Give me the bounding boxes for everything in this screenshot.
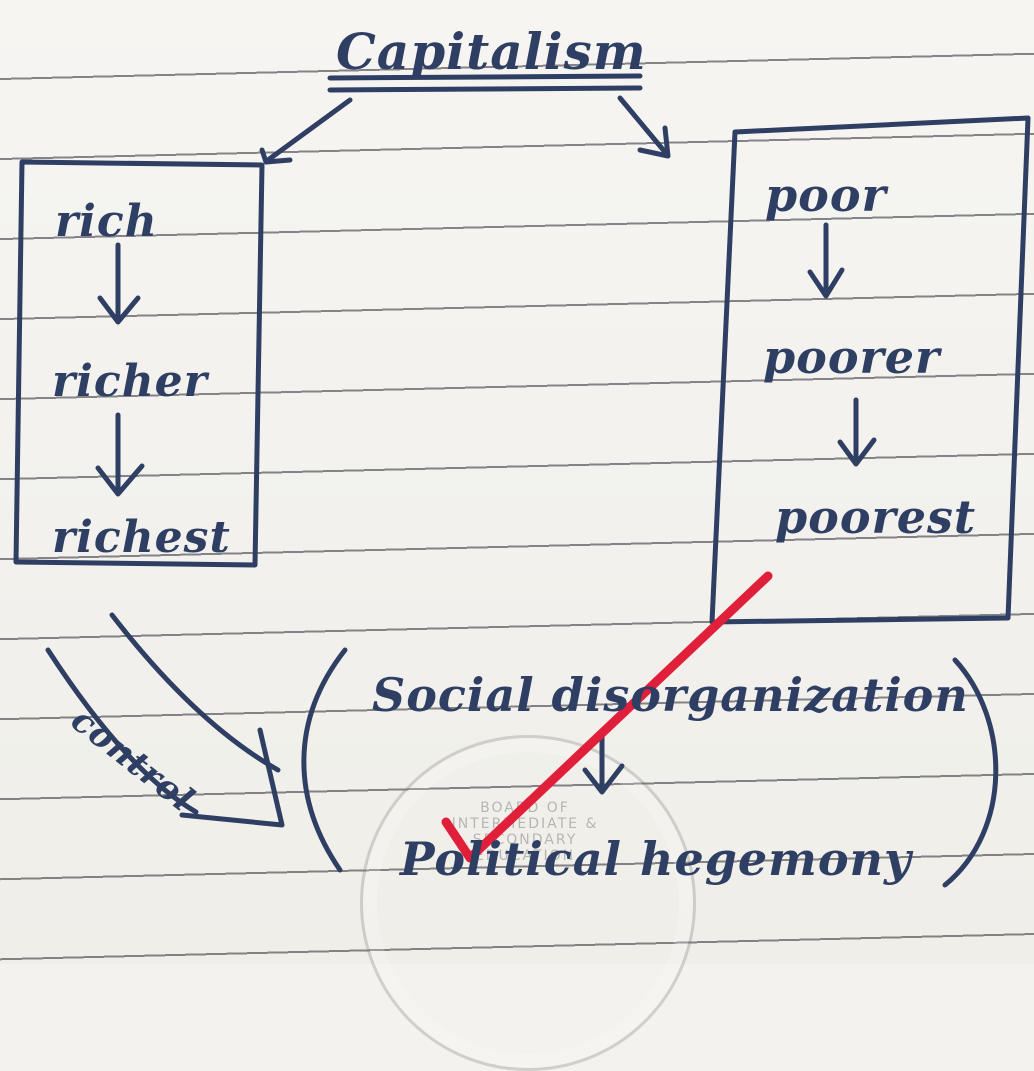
- left-arrow-2-head: [95, 463, 145, 497]
- control-arrow-head: [179, 727, 285, 828]
- left-box-item-3: richest: [52, 512, 231, 563]
- left-box: [13, 159, 265, 568]
- right-parenthesis: [942, 657, 999, 888]
- left-box-item-2: richer: [52, 356, 208, 407]
- right-arrow-2-head: [837, 437, 877, 467]
- middle-arrow-head: [582, 763, 625, 795]
- arrow-to-right-box: [617, 95, 668, 155]
- political-label: Political: [400, 832, 622, 886]
- right-box-item-2: poorer: [763, 330, 941, 384]
- arrow-to-left-box: [265, 97, 353, 163]
- red-check-mark: [441, 571, 773, 863]
- arrow-to-left-box-head: [259, 147, 293, 165]
- title-underline: [327, 73, 643, 81]
- right-box-item-3: poorest: [775, 490, 977, 544]
- left-box-item-1: rich: [55, 196, 158, 247]
- left-arrow-1-head: [97, 295, 141, 325]
- left-parenthesis: [301, 647, 348, 873]
- social-disorganization-label: Social disorganization: [372, 668, 969, 722]
- control-arrow-line-2: [45, 647, 199, 815]
- diagram-drawing: [13, 73, 1031, 888]
- control-arrow-line-1: [109, 612, 281, 773]
- right-box-item-1: poor: [765, 168, 887, 222]
- title-underline-2: [327, 85, 643, 93]
- diagram-title: Capitalism: [336, 22, 647, 81]
- hegemony-label: hegemony: [640, 832, 912, 886]
- right-box: [709, 115, 1031, 625]
- right-arrow-1-head: [807, 267, 845, 299]
- arrow-to-right-box-head: [637, 125, 671, 159]
